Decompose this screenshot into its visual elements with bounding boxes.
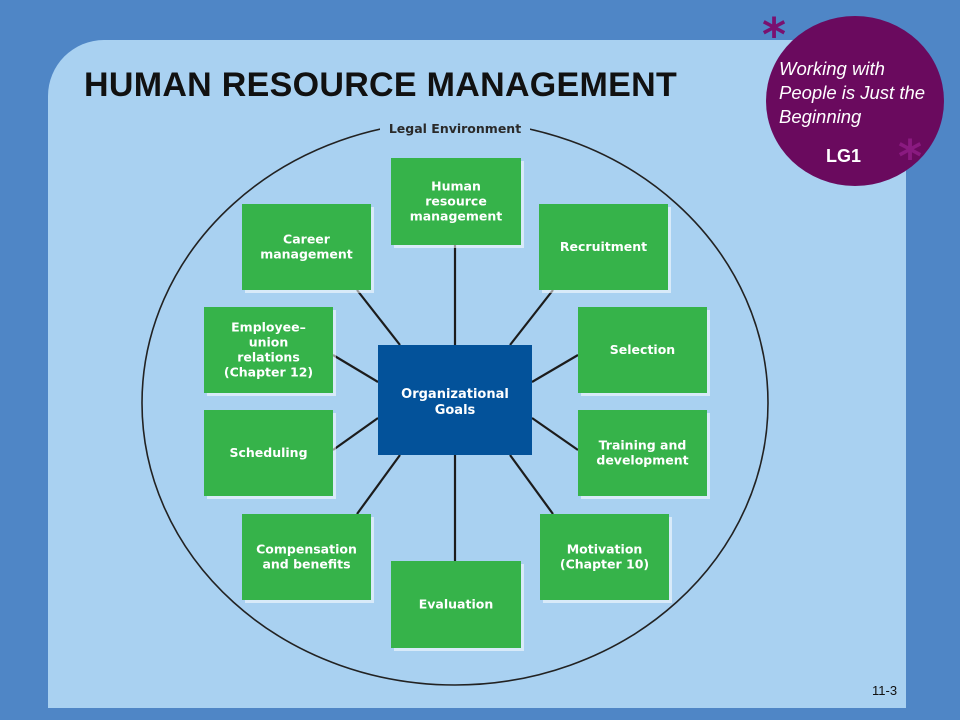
node-box: [391, 158, 521, 245]
asterisk-icon: *: [762, 8, 787, 62]
node-box: [204, 410, 333, 496]
node-label: Motivation(Chapter 10): [560, 542, 649, 572]
slide-title: HUMAN RESOURCE MANAGEMENT: [84, 66, 678, 104]
function-node: Selection: [578, 307, 710, 396]
node-box: [391, 561, 521, 648]
connector-line: [356, 289, 401, 346]
function-node: Motivation(Chapter 10): [540, 514, 672, 603]
connector-line: [509, 289, 554, 346]
node-box: [204, 307, 333, 393]
node-label: Evaluation: [419, 597, 494, 612]
node-box: [242, 514, 371, 600]
organizational-goals-box: [378, 345, 532, 455]
node-box: [539, 204, 668, 290]
badge-text: Working with People is Just the Beginnin…: [779, 58, 926, 127]
outer-label-bg: [380, 120, 530, 138]
function-node: Scheduling: [204, 410, 336, 499]
node-box: [540, 514, 669, 600]
slide-number: 11-3: [872, 683, 898, 698]
connectors: [332, 245, 579, 561]
node-label: Recruitment: [560, 239, 647, 254]
node-label: Selection: [610, 342, 675, 357]
connector-line: [332, 417, 379, 451]
node-box: [578, 307, 707, 393]
connector-line: [356, 454, 401, 515]
connector-line: [509, 454, 554, 515]
node-box: [242, 204, 371, 290]
learning-goal-code: LG1: [826, 146, 862, 166]
node-label: Scheduling: [229, 445, 307, 460]
function-node: Recruitment: [539, 204, 671, 293]
legal-environment-label: Legal Environment: [389, 121, 521, 136]
asterisk-icon: *: [898, 130, 923, 184]
connector-line: [332, 354, 379, 383]
connector-line: [531, 417, 579, 451]
node-box: [578, 410, 707, 496]
connector-line: [531, 354, 579, 383]
function-node: Evaluation: [391, 561, 524, 651]
learning-goal-badge: [766, 16, 944, 186]
